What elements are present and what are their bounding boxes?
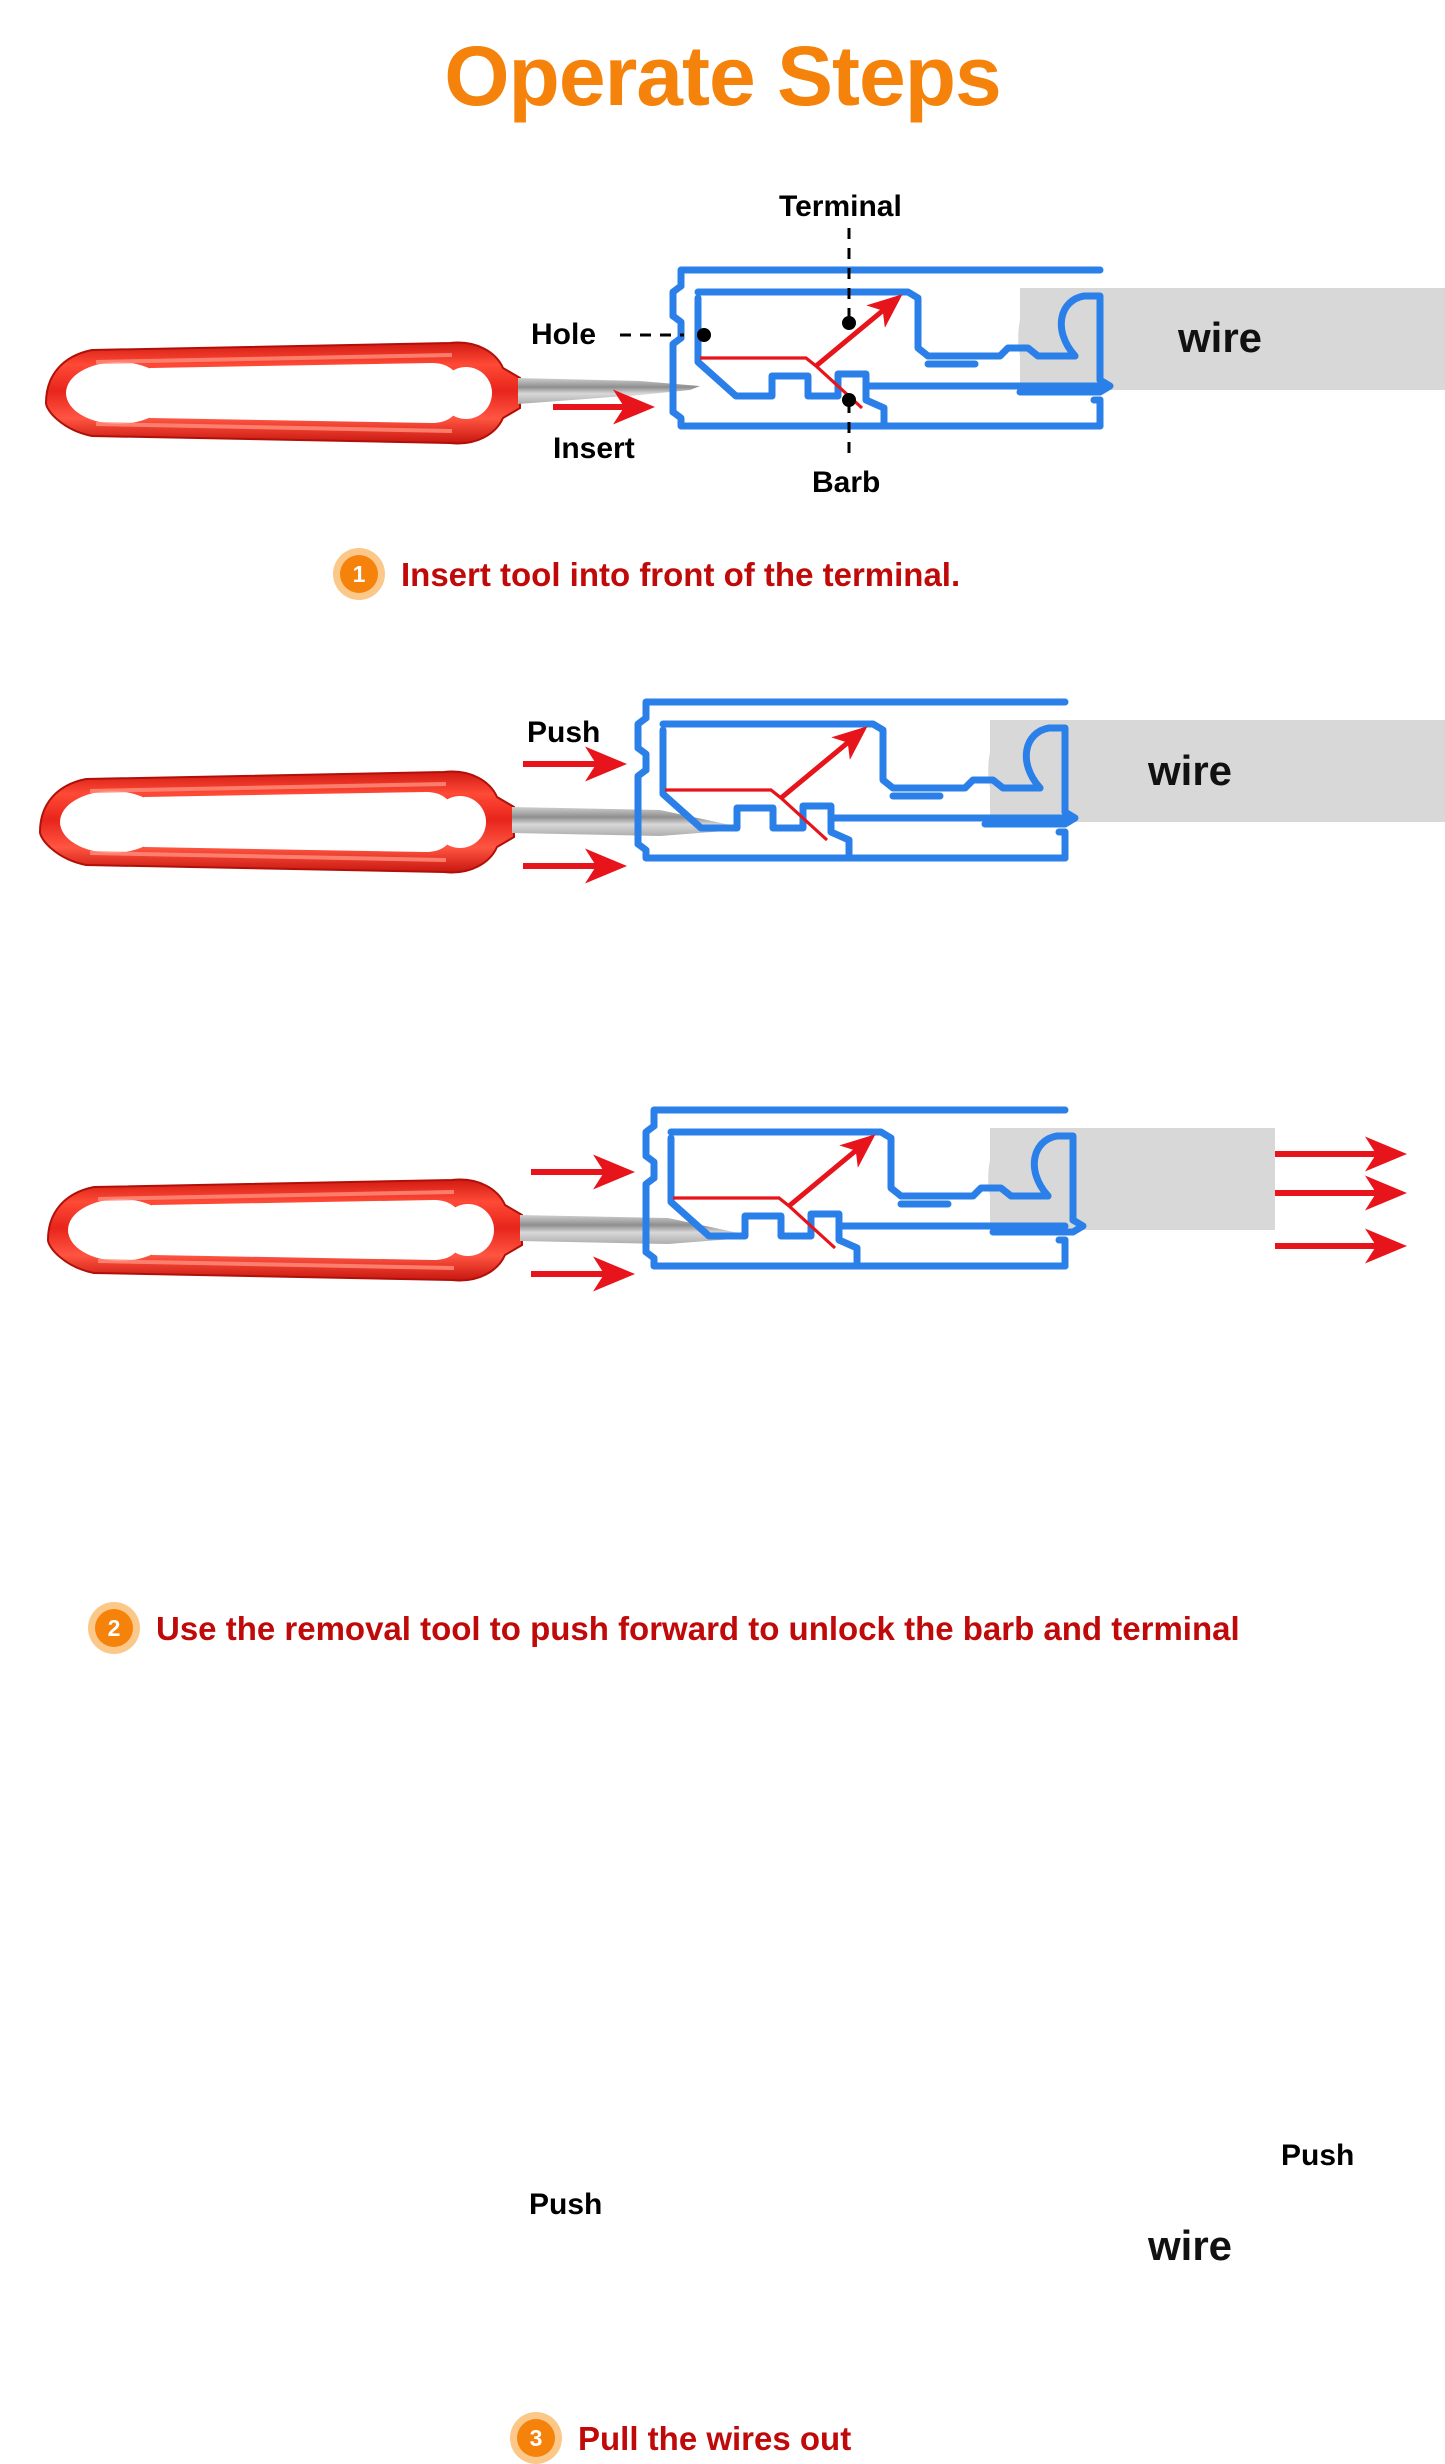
- step-1-section: Terminal Hole Barb Insert wire 1 Insert …: [0, 0, 1445, 620]
- tool-blade-1: [518, 378, 700, 404]
- push-arrows-2: [523, 746, 627, 884]
- connector-housing-1: [669, 266, 1114, 430]
- step-3-badge: 3: [510, 2412, 562, 2464]
- label-wire-1: wire: [1178, 314, 1263, 361]
- label-terminal: Terminal: [779, 190, 902, 223]
- leader-lines-1: [620, 228, 851, 462]
- removal-tool-2: [38, 770, 740, 874]
- removal-tool-1: [44, 341, 700, 445]
- annotation-lines-3: [673, 1134, 876, 1250]
- tool-blade-3: [520, 1215, 748, 1244]
- page-title: Operate Steps: [444, 29, 1002, 123]
- label-wire-2: wire: [1148, 747, 1233, 794]
- step-3-caption: 3 Pull the wires out: [510, 2412, 851, 2464]
- step-2-section: Push wire 2 Use the removal tool to push…: [0, 660, 1445, 1654]
- label-hole: Hole: [531, 318, 597, 351]
- label-wire-3: wire: [1148, 2222, 1233, 2269]
- connector-housing-3: [642, 1106, 1087, 1270]
- connector-housing-2: [634, 698, 1079, 862]
- step-3-section: Push Push wire 3 Pull the wires out: [0, 1060, 1445, 2464]
- label-push-left-2: Push: [527, 716, 601, 749]
- leader-dots-1: [697, 316, 856, 407]
- step-3-diagram: [0, 1060, 1445, 1445]
- label-insert: Insert: [553, 432, 635, 465]
- step-3-caption-text: Pull the wires out: [578, 2419, 852, 2457]
- step-2-diagram: [0, 660, 1445, 1020]
- removal-tool-3: [46, 1178, 748, 1282]
- step-3-number: 3: [517, 2419, 555, 2457]
- wire-body-1: [1018, 288, 1445, 390]
- label-push-right-3: Push: [1281, 2139, 1355, 2172]
- tool-blade-2: [512, 807, 740, 836]
- step-2-caption-text: Use the removal tool to push forward to …: [156, 1609, 1240, 1647]
- step-1-diagram: [0, 0, 1445, 620]
- step-2-badge: 2: [88, 1602, 140, 1654]
- step-1-caption: 1 Insert tool into front of the terminal…: [333, 548, 960, 600]
- label-barb: Barb: [812, 466, 881, 499]
- push-arrows-left-3: [531, 1154, 635, 1292]
- annotation-lines-2: [665, 726, 868, 842]
- label-push-left-3: Push: [529, 2188, 603, 2221]
- step-1-caption-text: Insert tool into front of the terminal.: [401, 555, 961, 593]
- step-1-number: 1: [340, 555, 378, 593]
- wire-body-3: [988, 1128, 1275, 1230]
- step-1-badge: 1: [333, 548, 385, 600]
- annotation-lines-1: [700, 294, 903, 410]
- step-2-number: 2: [95, 1609, 133, 1647]
- step-2-caption: 2 Use the removal tool to push forward t…: [88, 1602, 1240, 1654]
- push-arrows-right-3: [1275, 1136, 1407, 1264]
